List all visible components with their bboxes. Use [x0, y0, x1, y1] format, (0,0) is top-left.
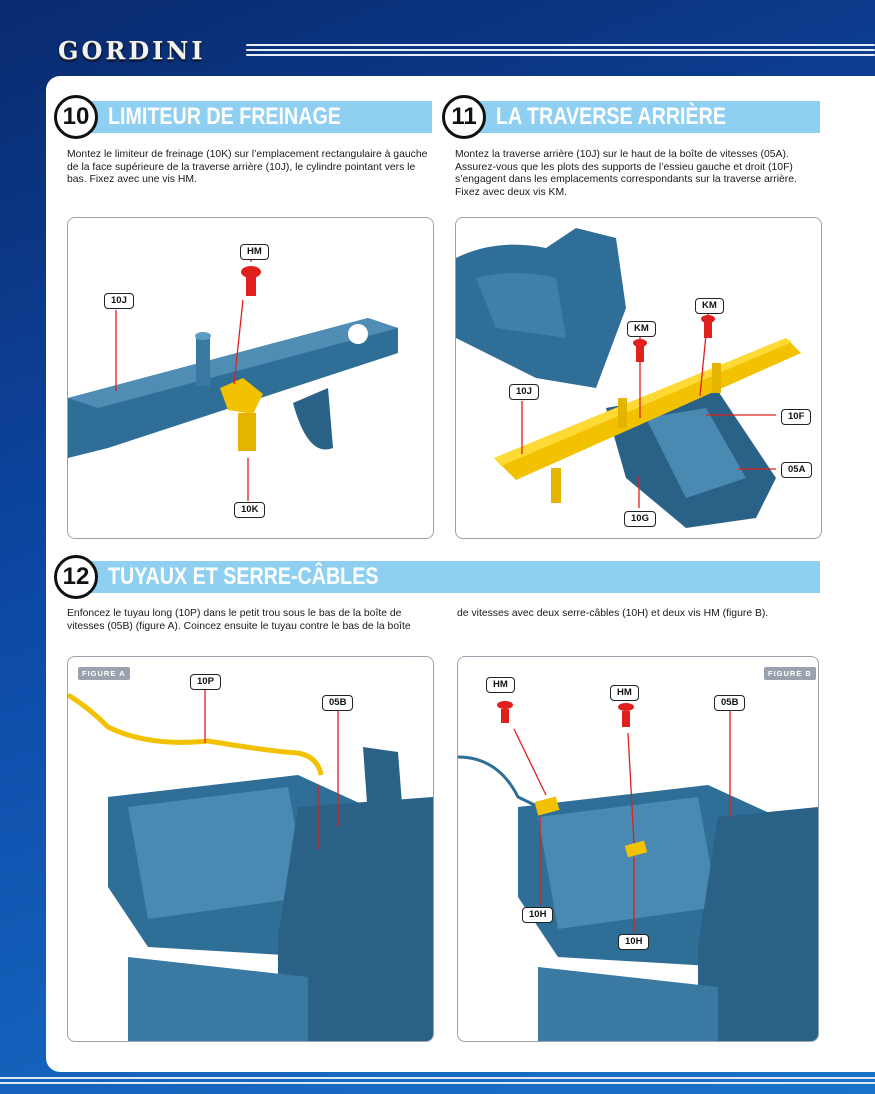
step-12-number: 12 [54, 555, 98, 599]
step-10-drawing [68, 256, 398, 501]
figure-b-drawing [458, 701, 818, 1041]
label-10h-right: 10H [618, 934, 650, 950]
label-10g: 10G [624, 511, 656, 527]
label-10j: 10J [509, 384, 539, 400]
step-12-title: TUYAUX ET SERRE-CÂBLES [108, 563, 379, 590]
step-11-illustration: KM KM 10J 10F 05A 10G [455, 217, 822, 539]
footer-lines [0, 1074, 875, 1094]
figure-a-illustration: FIGURE A 10P 05B [67, 656, 434, 1042]
step-10-title-bar [84, 101, 432, 133]
label-10f: 10F [781, 409, 812, 425]
step-10-text: Montez le limiteur de freinage (10K) sur… [67, 149, 428, 186]
label-10k: 10K [234, 502, 266, 518]
figure-a-tag: FIGURE A [78, 667, 130, 680]
label-05b: 05B [322, 695, 354, 711]
label-05a: 05A [781, 462, 813, 478]
step-10-number: 10 [54, 95, 98, 139]
label-10h-left: 10H [522, 907, 554, 923]
step-10-title: LIMITEUR DE FREINAGE [108, 103, 341, 130]
step-12-text-right: de vitesses avec deux serre-câbles (10H)… [457, 608, 769, 619]
step-11-drawing [456, 228, 801, 528]
label-hm-left: HM [486, 677, 515, 693]
label-km-left: KM [627, 321, 656, 337]
label-hm-right: HM [610, 685, 639, 701]
brand-logo: GORDINI [58, 36, 206, 65]
step-12-title-bar [84, 561, 820, 593]
figure-a-drawing [68, 687, 433, 1041]
step-12-text-left: Enfoncez le tuyau long (10P) dans le pet… [67, 608, 411, 632]
page-header: GORDINI [0, 0, 875, 78]
label-05b: 05B [714, 695, 746, 711]
step-10-illustration: HM 10J 10K [67, 217, 434, 539]
step-11-number: 11 [442, 95, 486, 139]
step-11-title-bar [472, 101, 820, 133]
label-10j: 10J [104, 293, 134, 309]
header-lines [246, 44, 875, 58]
figure-b-tag: FIGURE B [764, 667, 816, 680]
figure-b-illustration: FIGURE B HM HM 05B 10H 10H [457, 656, 819, 1042]
label-10p: 10P [190, 674, 221, 690]
step-11-title: LA TRAVERSE ARRIÈRE [496, 103, 726, 130]
step-11-text: Montez la traverse arrière (10J) sur le … [455, 149, 797, 198]
label-km-right: KM [695, 298, 724, 314]
label-hm: HM [240, 244, 269, 260]
